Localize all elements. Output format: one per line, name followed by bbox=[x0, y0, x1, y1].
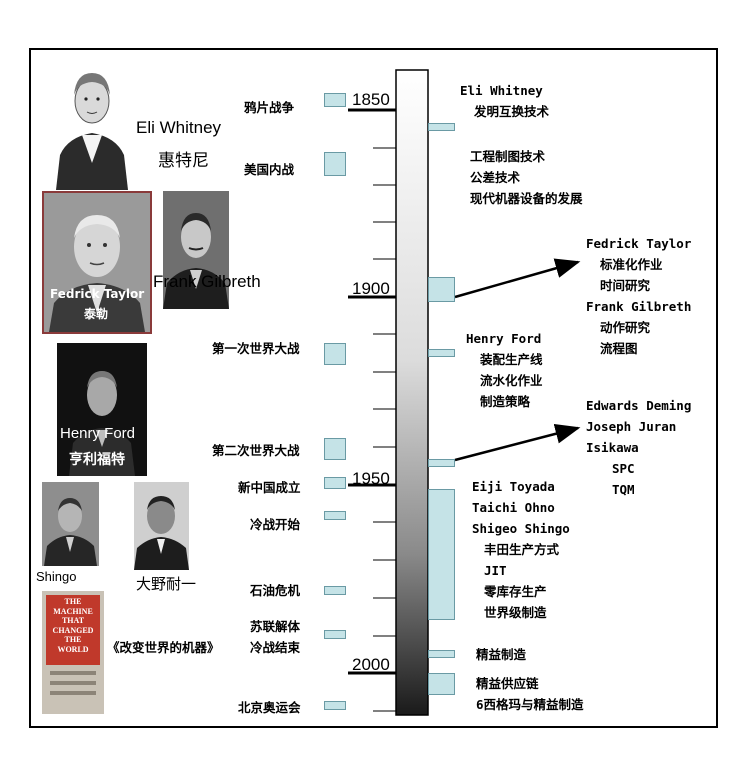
event-label: 北京奥运会 bbox=[238, 700, 301, 715]
milestone-line: Eli Whitney bbox=[460, 83, 543, 98]
milestone-line: SPC bbox=[612, 461, 635, 476]
year-ticks bbox=[348, 108, 396, 675]
book-title-line: THE bbox=[64, 597, 82, 606]
ford-name-en: Henry Ford bbox=[60, 425, 136, 442]
book-title-line: WORLD bbox=[57, 644, 89, 654]
milestone-ford: Henry Ford 装配生产线 流水化作业 制造策略 bbox=[466, 328, 543, 412]
shingo-portrait bbox=[42, 482, 99, 566]
event-label: 苏联解体 bbox=[250, 619, 301, 634]
taylor-name-en: Fedrick Taylor bbox=[50, 287, 145, 301]
milestone-box bbox=[428, 489, 455, 620]
book-title: THE MACHINE THAT CHANGED THE WORLD bbox=[46, 597, 100, 654]
milestone-line: 流程图 bbox=[600, 341, 638, 356]
milestone-line: 制造策略 bbox=[480, 394, 531, 409]
timeline-ticks bbox=[373, 147, 396, 712]
milestone-line: Fedrick Taylor bbox=[586, 236, 692, 251]
milestone-line: Frank Gilbreth bbox=[586, 299, 692, 314]
milestone-line: 世界级制造 bbox=[484, 605, 547, 620]
milestone-lean: 精益制造 bbox=[476, 644, 526, 665]
milestone-whitney: Eli Whitney 发明互换技术 bbox=[460, 80, 549, 122]
event-label: 新中国成立 bbox=[238, 480, 301, 495]
milestone-box bbox=[428, 459, 455, 467]
event-label: 冷战开始 bbox=[250, 517, 301, 532]
ohno-name-zh: 大野耐一 bbox=[136, 575, 197, 593]
year-label: 1900 bbox=[352, 279, 390, 298]
milestone-line: TQM bbox=[612, 482, 635, 497]
book-title-line: THAT bbox=[61, 616, 85, 625]
book-caption: 《改变世界的机器》 bbox=[107, 640, 220, 655]
book-title-line: THE bbox=[64, 635, 82, 644]
ohno-portrait bbox=[134, 482, 189, 570]
milestone-line: 流水化作业 bbox=[480, 373, 543, 388]
milestone-line: 精益制造 bbox=[476, 647, 527, 662]
milestone-box bbox=[428, 123, 455, 131]
milestone-box bbox=[428, 277, 455, 302]
milestone-line: 时间研究 bbox=[600, 278, 651, 293]
arrow-taylor bbox=[454, 258, 581, 299]
gilbreth-name-en: Frank Gilbreth bbox=[153, 272, 261, 291]
whitney-name-zh: 惠特尼 bbox=[158, 151, 209, 170]
milestone-line: Henry Ford bbox=[466, 331, 542, 346]
milestone-line: 动作研究 bbox=[600, 320, 651, 335]
diagram-frame bbox=[29, 48, 718, 728]
milestone-line: 6西格玛与精益制造 bbox=[476, 697, 584, 712]
event-box bbox=[324, 152, 346, 176]
event-label: 冷战结束 bbox=[250, 640, 301, 655]
event-label: 鸦片战争 bbox=[244, 100, 295, 115]
milestone-line: Joseph Juran bbox=[586, 419, 677, 434]
event-box bbox=[324, 511, 346, 520]
event-label: 第二次世界大战 bbox=[212, 443, 300, 458]
milestone-line: 装配生产线 bbox=[480, 352, 543, 367]
whitney-portrait bbox=[46, 55, 138, 190]
milestone-line: 现代机器设备的发展 bbox=[470, 191, 583, 206]
milestone-line: JIT bbox=[484, 563, 507, 578]
milestone-line: 公差技术 bbox=[470, 170, 521, 185]
milestone-box bbox=[428, 349, 455, 357]
event-box bbox=[324, 93, 346, 107]
milestone-toyota: Eiji Toyada Taichi Ohno Shigeo Shingo 丰田… bbox=[472, 476, 570, 623]
ford-portrait: Henry Ford 亨利福特 bbox=[57, 343, 147, 476]
milestone-line: 丰田生产方式 bbox=[484, 542, 560, 557]
event-box bbox=[324, 477, 346, 489]
milestone-tech: 工程制图技术 公差技术 现代机器设备的发展 bbox=[470, 146, 583, 209]
book-cover: THE MACHINE THAT CHANGED THE WORLD bbox=[42, 591, 104, 714]
milestone-box bbox=[428, 673, 455, 695]
milestone-taylor: Fedrick Taylor 标准化作业 时间研究 Frank Gilbreth… bbox=[586, 233, 691, 359]
event-label: 第一次世界大战 bbox=[212, 341, 300, 356]
milestone-line: 标准化作业 bbox=[600, 257, 663, 272]
milestone-line: Edwards Deming bbox=[586, 398, 692, 413]
event-box bbox=[324, 701, 346, 710]
taylor-name-zh: 泰勒 bbox=[84, 307, 109, 321]
milestone-supply: 精益供应链 6西格玛与精益制造 bbox=[476, 673, 584, 715]
milestone-box bbox=[428, 650, 455, 658]
timeline-bar bbox=[395, 69, 429, 716]
event-label: 石油危机 bbox=[250, 583, 301, 598]
year-label: 2000 bbox=[352, 655, 390, 674]
milestone-line: Eiji Toyada bbox=[472, 479, 555, 494]
milestone-deming: Edwards Deming Joseph Juran Isikawa SPC … bbox=[586, 395, 691, 500]
event-box bbox=[324, 630, 346, 639]
milestone-line: Shigeo Shingo bbox=[472, 521, 570, 536]
event-box bbox=[324, 438, 346, 460]
event-box bbox=[324, 586, 346, 595]
year-label: 1950 bbox=[352, 469, 390, 488]
event-box bbox=[324, 343, 346, 365]
milestone-line: 发明互换技术 bbox=[474, 104, 550, 119]
milestone-line: 工程制图技术 bbox=[470, 149, 546, 164]
milestone-line: Isikawa bbox=[586, 440, 639, 455]
ford-name-zh: 亨利福特 bbox=[69, 452, 125, 468]
shingo-name-en: Shingo bbox=[36, 569, 77, 584]
year-label: 1850 bbox=[352, 90, 390, 109]
gilbreth-portrait bbox=[163, 191, 229, 309]
milestone-line: 零库存生产 bbox=[484, 584, 547, 599]
taylor-portrait: Fedrick Taylor 泰勒 bbox=[42, 191, 152, 334]
book-title-line: CHANGED bbox=[52, 625, 94, 635]
arrow-deming bbox=[454, 423, 581, 462]
whitney-name-en: Eli Whitney bbox=[136, 118, 222, 137]
event-label: 美国内战 bbox=[244, 162, 295, 177]
book-title-line: MACHINE bbox=[53, 606, 93, 616]
milestone-line: 精益供应链 bbox=[476, 676, 539, 691]
milestone-line: Taichi Ohno bbox=[472, 500, 555, 515]
